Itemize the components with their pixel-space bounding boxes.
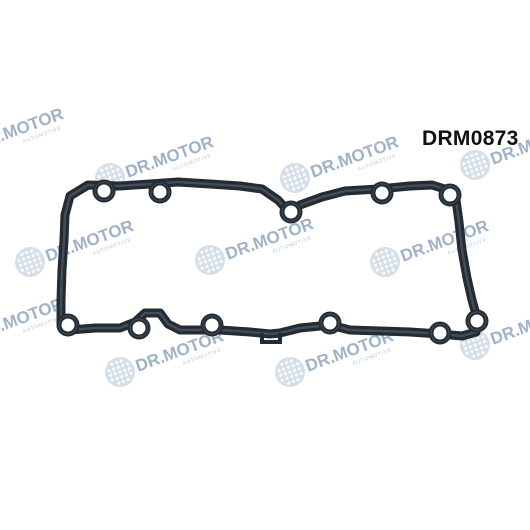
valve-cover-gasket [56,177,489,345]
part-number-label: DRM0873 [422,127,519,150]
gasket-sheen [59,180,479,338]
watermark-brand: DR.MOTOR [488,299,530,348]
gasket-tab [260,333,282,344]
